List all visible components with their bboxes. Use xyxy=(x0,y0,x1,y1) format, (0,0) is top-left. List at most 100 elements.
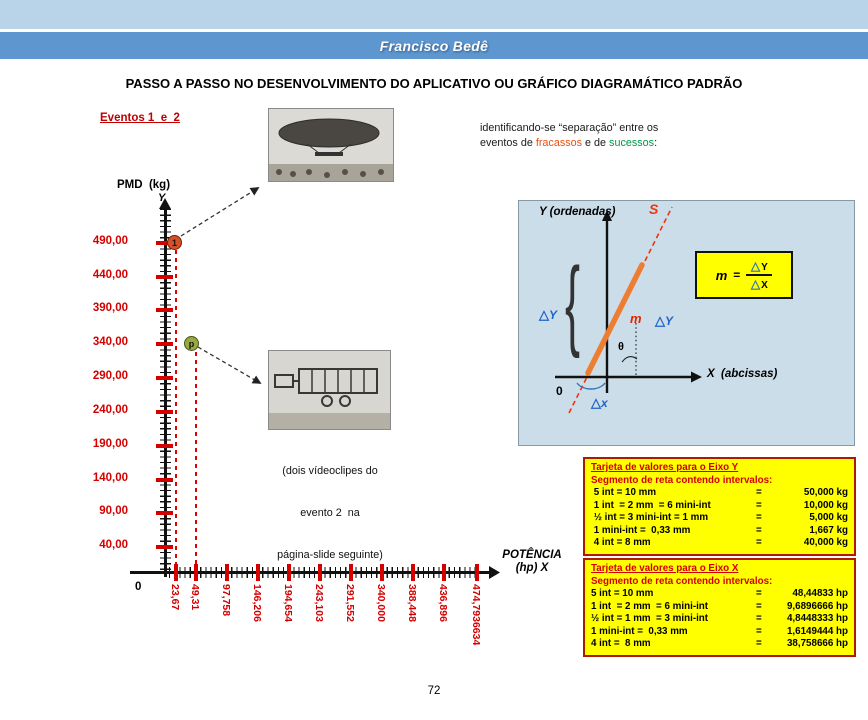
event-point-1: 1 xyxy=(167,235,182,250)
theta-arc xyxy=(621,356,638,363)
intro-text: identificando-se “separação” entre os ev… xyxy=(480,121,698,151)
x-tick-label: 49,31 xyxy=(189,584,201,611)
curly-brace: { xyxy=(565,247,581,359)
diagram-y-label: Y (ordenadas) xyxy=(539,206,616,218)
page-title: PASSO A PASSO NO DESENVOLVIMENTO DO APLI… xyxy=(125,76,743,91)
formula-equals: = xyxy=(733,268,741,282)
author-name: Francisco Bedê xyxy=(379,37,489,54)
delta-icon: △ xyxy=(655,313,665,328)
delta-icon: △ xyxy=(750,277,761,291)
tarjeta-y-row: 5 int = 10 mm=50,000 kg xyxy=(591,487,848,500)
intro-fracassos: fracassos xyxy=(535,137,583,150)
delta-icon: △ xyxy=(591,395,601,410)
delta-y-letter: Y xyxy=(549,308,558,322)
y-tick-label: 140,00 xyxy=(92,472,128,484)
delta-y-left-label: △Y xyxy=(539,307,557,323)
numerator-letter: Y xyxy=(761,262,768,273)
delta-icon: △ xyxy=(750,259,761,273)
delta-x-letter: x xyxy=(601,396,608,410)
x-tick-label: 340,000 xyxy=(375,584,387,622)
caption-line: página-slide seguinte) xyxy=(277,549,383,562)
tarjeta-y-row: 1 mini-int = 0,33 mm=1,667 kg xyxy=(591,525,848,538)
biplane-illustration xyxy=(269,351,390,429)
x-axis-minor-ticks xyxy=(169,567,479,578)
row-left: 1 mini-int = 0,33 mm xyxy=(591,625,688,637)
y-tick-label: 390,00 xyxy=(92,302,128,314)
row-left: ½ int = 3 mini-int = 1 mm xyxy=(591,512,709,524)
row-left: 1 int = 2 mm = 6 mini-int xyxy=(591,600,709,612)
y-axis-title: PMD (kg) xyxy=(117,179,171,191)
tarjeta-x-title: Tarjeta de valores para o Eixo X xyxy=(591,563,739,574)
biplane-photo xyxy=(268,350,391,430)
tarjeta-y-row: 4 int = 8 mm=40,000 kg xyxy=(591,537,848,550)
x-axis-title-line1: POTÊNCIA xyxy=(502,549,562,561)
projection-line-event1 xyxy=(175,250,177,571)
s-line-solid-segment xyxy=(585,262,645,376)
y-tick-label: 490,00 xyxy=(92,235,128,247)
tarjeta-y-row: 1 int = 2 mm = 6 mini-int=10,000 kg xyxy=(591,500,848,513)
row-eq: = xyxy=(756,613,762,625)
x-tick-label: 97,758 xyxy=(220,584,232,617)
delta-x-underbrace xyxy=(576,382,606,390)
y-tick-label: 290,00 xyxy=(92,370,128,382)
x-tick-label: 146,206 xyxy=(251,584,263,622)
tarjeta-y-subtitle: Segmento de reta contendo intervalos: xyxy=(591,474,773,486)
event-point-1-label: 1 xyxy=(171,237,177,248)
tarjeta-x-row: 1 mini-int = 0,33 mm=1,6149444 hp xyxy=(591,626,848,639)
x-axis-title: POTÊNCIA (hp) X xyxy=(492,549,572,575)
x-tick-label: 291,552 xyxy=(344,584,356,622)
row-eq: = xyxy=(756,537,762,549)
row-value: 48,44833 hp xyxy=(792,588,848,600)
y-axis-minor-ticks xyxy=(160,209,171,571)
events-label: Eventos 1 e 2 xyxy=(100,112,180,124)
diagram-x-label: X (abcissas) xyxy=(707,368,778,380)
row-left: 1 mini-int = 0,33 mm xyxy=(591,524,691,536)
y-tick-label: 240,00 xyxy=(92,404,128,416)
row-value: 38,758666 hp xyxy=(786,638,848,650)
denominator-letter: X xyxy=(761,280,768,291)
diagram-theta-label: θ xyxy=(618,341,624,353)
x-tick-label: 243,103 xyxy=(313,584,325,622)
intro-part1: identificando-se “separação” entre os ev… xyxy=(480,122,659,150)
formula-fraction: △Y △X xyxy=(746,259,773,291)
formula-numerator: △Y xyxy=(751,259,768,273)
y-tick-label: 340,00 xyxy=(92,336,128,348)
videoclips-caption: (dois vídeoclipes do evento 2 na página-… xyxy=(252,436,408,576)
header-bar: Francisco Bedê xyxy=(0,32,868,59)
row-value: 10,000 kg xyxy=(803,499,848,511)
row-eq: = xyxy=(756,600,762,612)
delta-icon: △ xyxy=(539,307,549,322)
delta-y-right-label: △Y xyxy=(655,313,673,329)
row-eq: = xyxy=(756,487,762,499)
row-eq: = xyxy=(756,638,762,650)
separation-diagram: Y (ordenadas) S X (abcissas) 0 m θ △Y { … xyxy=(518,200,855,446)
row-value: 50,000 kg xyxy=(803,487,848,499)
tarjeta-x-row: ½ int = 1 mm = 3 mini-int = 4,8448333 hp xyxy=(591,613,848,626)
y-tick-label: 40,00 xyxy=(99,539,128,551)
event-point-p: p xyxy=(184,336,199,351)
intro-sucessos: sucessos xyxy=(609,137,655,150)
caption-line: (dois vídeoclipes do xyxy=(282,465,378,478)
row-left: ½ int = 1 mm = 3 mini-int xyxy=(591,613,709,625)
connector-point1-to-airship xyxy=(180,187,260,237)
row-left: 4 int = 8 mm xyxy=(591,638,651,650)
airship-photo xyxy=(268,108,394,182)
intro-part3: : xyxy=(654,137,658,150)
fraction-bar xyxy=(746,274,773,276)
intro-part2: e de xyxy=(582,137,610,150)
row-value: 4,8448333 hp xyxy=(786,613,848,625)
diagram-origin-label: 0 xyxy=(556,384,563,398)
caption-line: evento 2 na xyxy=(300,507,360,520)
formula-lhs: m xyxy=(715,267,728,283)
row-value: 40,000 kg xyxy=(803,537,848,549)
row-value: 1,667 kg xyxy=(809,524,848,536)
x-tick-label: 194,654 xyxy=(282,584,294,622)
row-value: 9,6896666 hp xyxy=(786,600,848,612)
tarjeta-x-row: 5 int = 10 mm=48,44833 hp xyxy=(591,588,848,601)
tarjeta-y-title: Tarjeta de valores para o Eixo Y xyxy=(591,462,739,473)
page-number: 72 xyxy=(427,685,441,697)
y-tick-label: 190,00 xyxy=(92,438,128,450)
delta-y-letter: Y xyxy=(665,314,674,328)
row-eq: = xyxy=(756,512,762,524)
x-tick-label: 23,67 xyxy=(169,584,181,611)
